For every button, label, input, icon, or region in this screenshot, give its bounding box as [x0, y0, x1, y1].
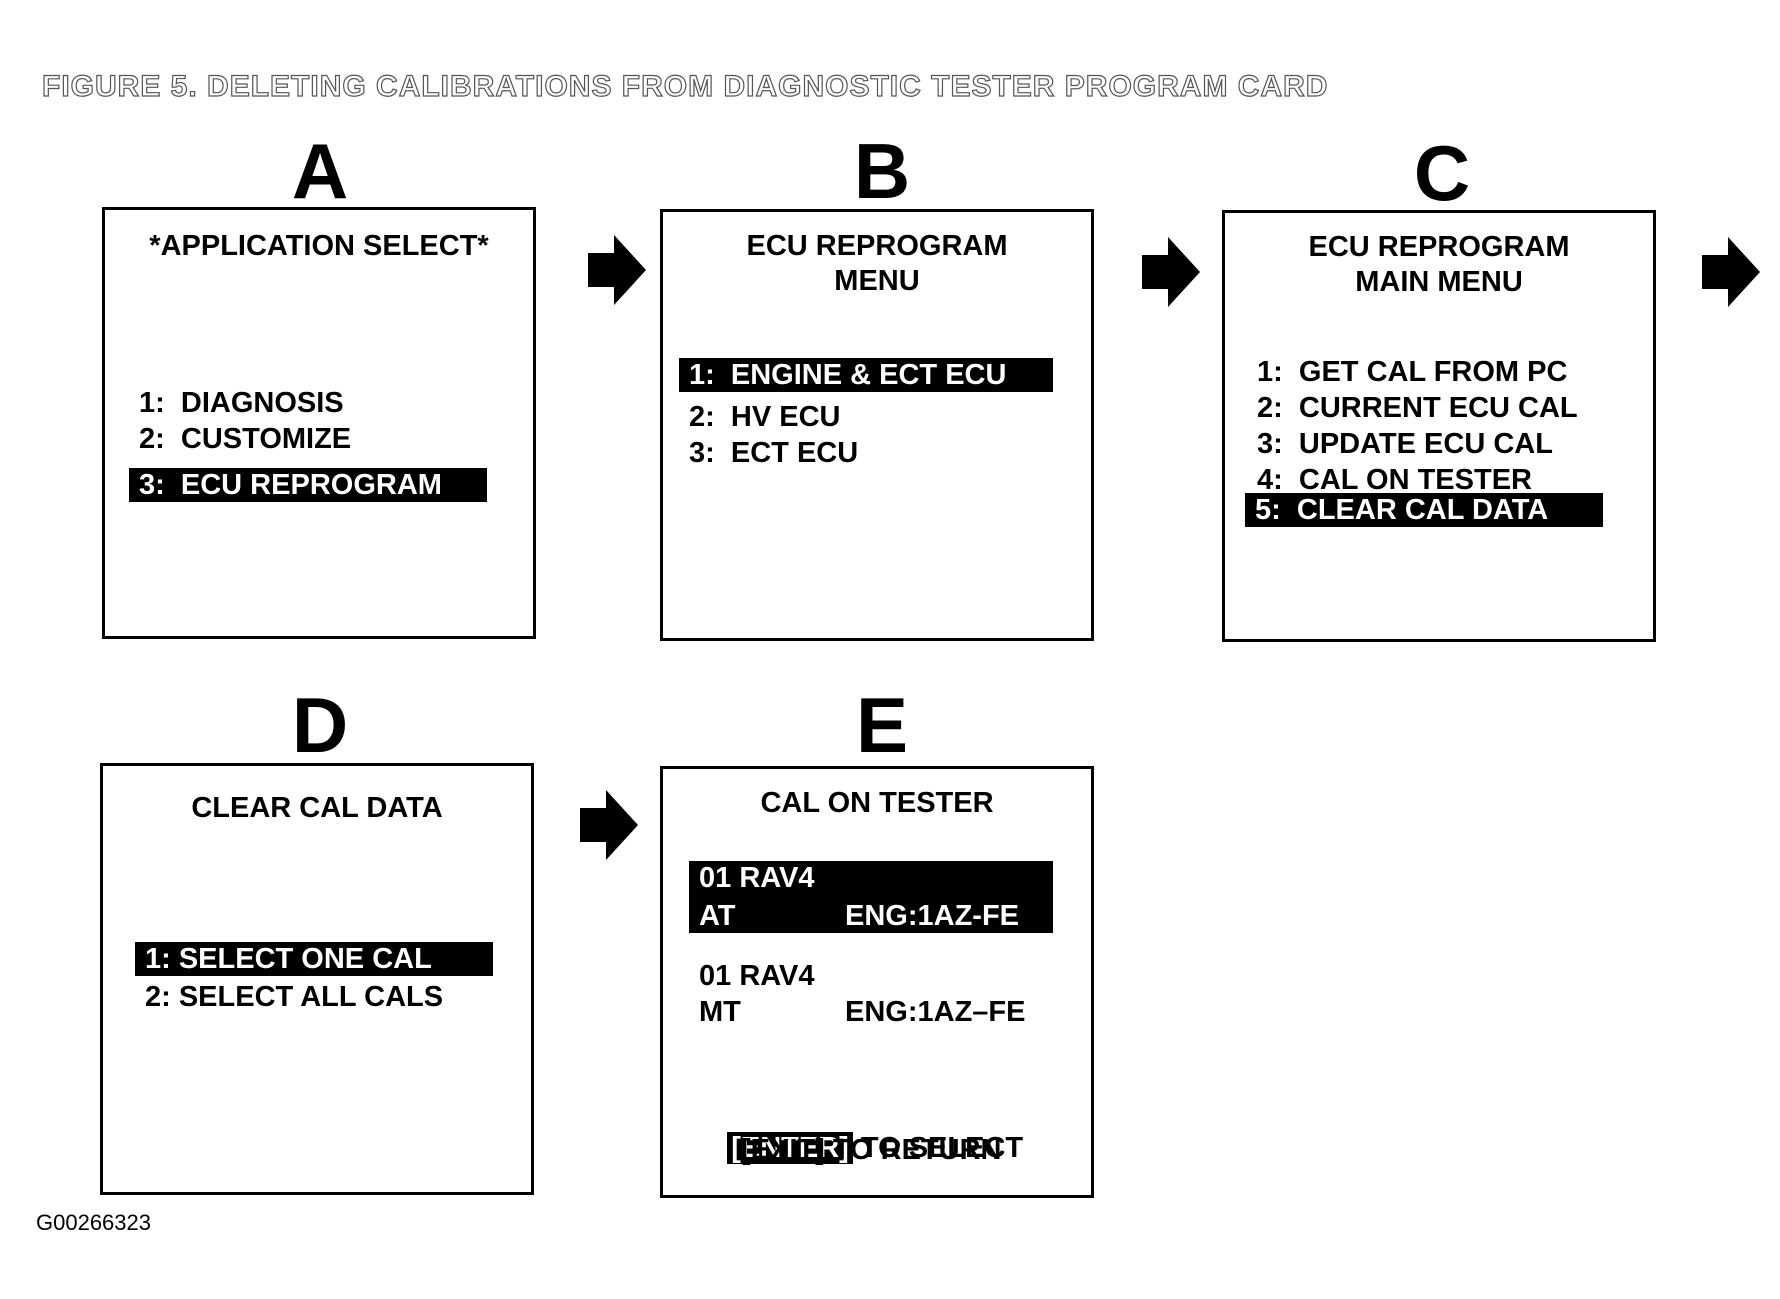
figure-code: G00266323	[36, 1210, 151, 1235]
menu-item-ect-ecu[interactable]: 3: ECT ECU	[689, 437, 859, 469]
menu-item-diagnosis[interactable]: 1: DIAGNOSIS	[139, 387, 344, 419]
menu-item-select-all-cals[interactable]: 2: SELECT ALL CALS	[145, 981, 444, 1013]
enter-key[interactable]: [ENTER]	[727, 1132, 853, 1164]
arrow-right-icon	[580, 790, 638, 860]
screen-ecu-reprogram-menu: ECU REPROGRAM MENU 1: ENGINE & ECT ECU 2…	[660, 209, 1094, 641]
enter-hint: [ENTER] TO SELECT	[695, 1097, 1023, 1199]
screen-title-line1: ECU REPROGRAM	[746, 230, 1008, 262]
exit-hint: [EXIT] TO RETURN	[741, 1134, 1002, 1166]
arrow-right-icon	[1702, 237, 1760, 307]
panel-letter-b: B	[853, 127, 911, 215]
menu-item-get-cal-from-pc[interactable]: 1: GET CAL FROM PC	[1257, 356, 1568, 388]
screen-title-line2: MENU	[834, 265, 920, 297]
arrow-right-icon	[588, 235, 646, 305]
cal-entry[interactable]: 01 RAV4 MT ENG:1AZ–FE	[689, 959, 1053, 1031]
enter-hint-text: TO SELECT	[860, 1132, 1024, 1164]
menu-item-engine-ect-ecu[interactable]: 1: ENGINE & ECT ECU	[679, 358, 1053, 392]
panel-letter-a: A	[291, 127, 349, 215]
menu-item-hv-ecu[interactable]: 2: HV ECU	[689, 401, 841, 433]
menu-item-ecu-reprogram[interactable]: 3: ECU REPROGRAM	[129, 468, 487, 502]
cal-engine: ENG:1AZ–FE	[845, 996, 1026, 1028]
arrow-right-icon	[1142, 237, 1200, 307]
menu-item-cal-on-tester[interactable]: 4: CAL ON TESTER	[1257, 464, 1532, 496]
screen-clear-cal-data: CLEAR CAL DATA 1: SELECT ONE CAL 2: SELE…	[100, 763, 534, 1195]
panel-letter-d: D	[291, 681, 349, 769]
screen-cal-on-tester: CAL ON TESTER 01 RAV4 AT ENG:1AZ-FE 01 R…	[660, 766, 1094, 1198]
menu-item-clear-cal-data[interactable]: 5: CLEAR CAL DATA	[1245, 493, 1603, 527]
menu-item-update-ecu-cal[interactable]: 3: UPDATE ECU CAL	[1257, 428, 1553, 460]
figure-title: FIGURE 5. DELETING CALIBRATIONS FROM DIA…	[41, 69, 1329, 103]
screen-ecu-reprogram-main-menu: ECU REPROGRAM MAIN MENU 1: GET CAL FROM …	[1222, 210, 1656, 642]
cal-engine: ENG:1AZ-FE	[845, 900, 1019, 932]
menu-item-customize[interactable]: 2: CUSTOMIZE	[139, 423, 352, 455]
screen-application-select: *APPLICATION SELECT* 1: DIAGNOSIS 2: CUS…	[102, 207, 536, 639]
screen-title-line1: ECU REPROGRAM	[1308, 231, 1570, 263]
screen-title-line2: MAIN MENU	[1355, 266, 1523, 298]
cal-transmission: MT	[699, 996, 741, 1028]
screen-title: *APPLICATION SELECT*	[149, 230, 489, 262]
cal-model: 01 RAV4	[699, 862, 815, 894]
screen-title: CLEAR CAL DATA	[191, 792, 443, 824]
screen-title: CAL ON TESTER	[760, 787, 994, 819]
cal-transmission: AT	[699, 900, 736, 932]
menu-item-select-one-cal[interactable]: 1: SELECT ONE CAL	[135, 942, 493, 976]
menu-item-current-ecu-cal[interactable]: 2: CURRENT ECU CAL	[1257, 392, 1578, 424]
panel-letter-c: C	[1413, 129, 1471, 217]
cal-model: 01 RAV4	[699, 960, 815, 992]
panel-letter-e: E	[855, 681, 909, 769]
cal-entry-selected[interactable]: 01 RAV4 AT ENG:1AZ-FE	[689, 861, 1053, 933]
